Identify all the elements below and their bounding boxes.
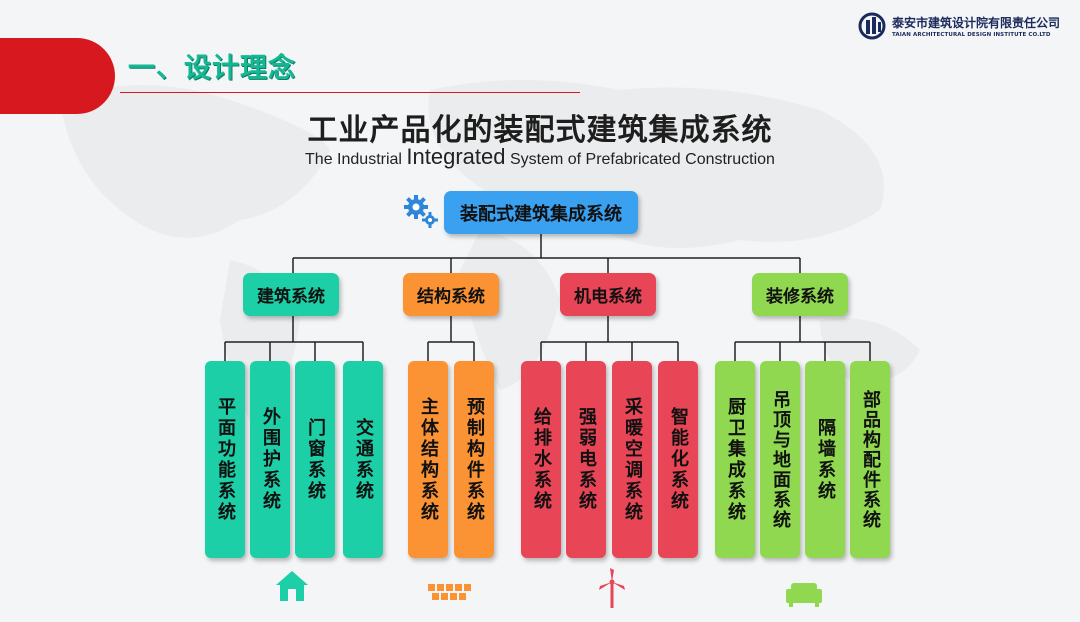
category-decoration: 装修系统	[752, 273, 848, 316]
leaf-label: 主体结构系统	[418, 396, 439, 523]
structure-blocks-icon	[428, 584, 471, 600]
wind-turbine-icon	[599, 568, 625, 608]
leaf-label: 预制构件系统	[464, 396, 485, 523]
leaf-node: 交通系统	[343, 361, 383, 558]
leaf-label: 交通系统	[353, 417, 374, 502]
leaf-node: 外围护系统	[250, 361, 290, 558]
page-title: 工业产品化的装配式建筑集成系统	[307, 113, 773, 148]
leaf-label: 强弱电系统	[576, 407, 597, 512]
leaf-label: 门窗系统	[305, 417, 326, 502]
section-accent-tab	[0, 38, 115, 114]
subtitle-emphasis: Integrated	[406, 144, 506, 169]
leaf-label: 给排水系统	[531, 407, 552, 512]
leaf-node: 门窗系统	[295, 361, 335, 558]
leaf-label: 部品构配件系统	[860, 389, 881, 530]
leaf-label: 平面功能系统	[215, 396, 236, 523]
root-node: 装配式建筑集成系统	[444, 191, 638, 234]
subtitle-part: System of Prefabricated Construction	[505, 151, 775, 168]
leaf-node: 平面功能系统	[205, 361, 245, 558]
leaf-label: 隔墙系统	[815, 417, 836, 502]
leaf-label: 吊顶与地面系统	[770, 389, 791, 530]
leaf-node: 吊顶与地面系统	[760, 361, 800, 558]
category-mep: 机电系统	[560, 273, 656, 316]
section-title: 一、设计理念	[128, 53, 296, 84]
leaf-label: 外围护系统	[260, 407, 281, 512]
leaf-node: 给排水系统	[521, 361, 561, 558]
leaf-node: 预制构件系统	[454, 361, 494, 558]
leaf-node: 采暖空调系统	[612, 361, 652, 558]
category-structure: 结构系统	[403, 273, 499, 316]
company-logo: 泰安市建筑设计院有限责任公司 TAIAN ARCHITECTURAL DESIG…	[858, 12, 1068, 44]
category-architecture: 建筑系统	[243, 273, 339, 316]
logo-company-name-en: TAIAN ARCHITECTURAL DESIGN INSTITUTE CO.…	[892, 32, 1051, 38]
logo-mark-icon	[858, 12, 886, 40]
leaf-node: 主体结构系统	[408, 361, 448, 558]
gears-icon	[404, 195, 438, 228]
leaf-label: 厨卫集成系统	[725, 396, 746, 523]
leaf-node: 厨卫集成系统	[715, 361, 755, 558]
leaf-label: 采暖空调系统	[622, 396, 643, 523]
leaf-node: 智能化系统	[658, 361, 698, 558]
logo-company-name: 泰安市建筑设计院有限责任公司	[892, 16, 1061, 30]
leaf-node: 隔墙系统	[805, 361, 845, 558]
sofa-icon	[786, 583, 822, 607]
leaf-node: 强弱电系统	[566, 361, 606, 558]
leaf-label: 智能化系统	[668, 407, 689, 512]
leaf-node: 部品构配件系统	[850, 361, 890, 558]
page-subtitle: The Industrial Integrated System of Pref…	[0, 144, 1080, 170]
header-divider	[120, 92, 580, 93]
house-icon	[276, 571, 308, 601]
subtitle-part: The Industrial	[305, 151, 407, 168]
